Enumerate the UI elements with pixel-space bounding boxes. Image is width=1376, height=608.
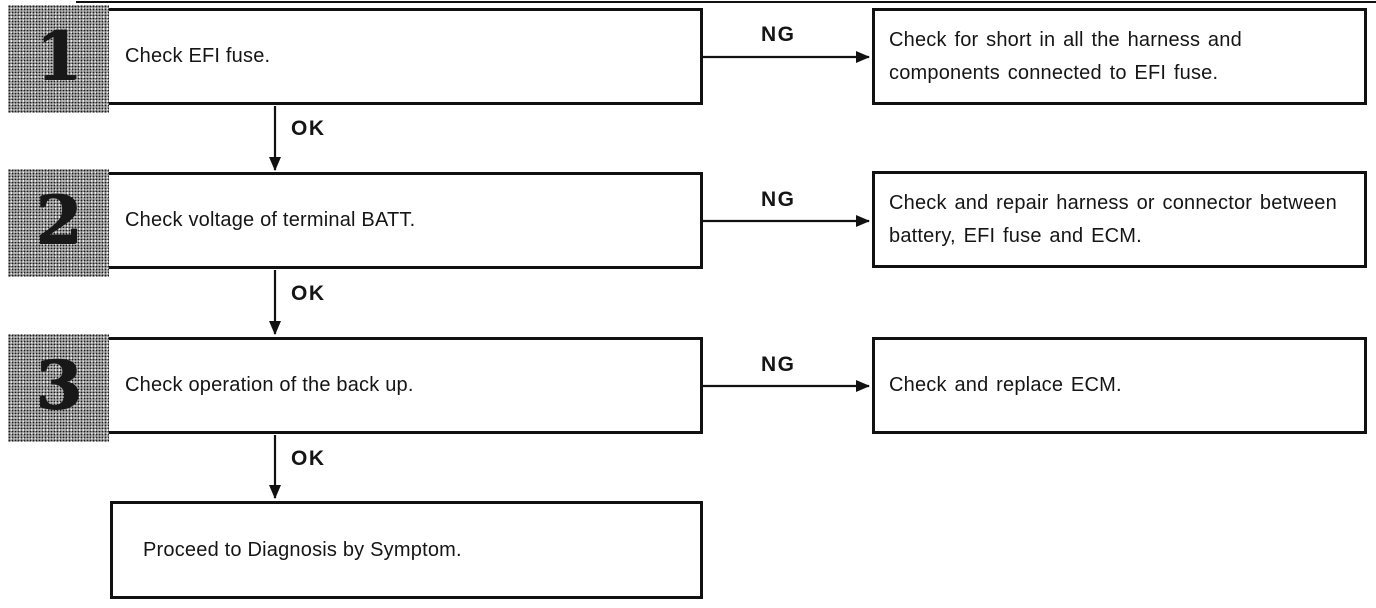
step-1-instruction: Check EFI fuse. [125,45,271,67]
step-2-ok-label: OK [291,282,326,305]
step-3-ng-label: NG [761,353,796,376]
step-2-number-badge: 2 [8,169,109,277]
step-1-ng-label: NG [761,23,796,46]
step-3-number: 3 [35,346,82,424]
step-1-box: 1 Check EFI fuse. [8,5,703,113]
step-3-ng-action-box: Check and replace ECM. [872,337,1367,434]
step-3-number-badge: 3 [8,334,109,442]
step-1-ok-label: OK [291,117,326,140]
step-3-box: 3 Check operation of the back up. [8,334,703,442]
step-3-ng-action: Check and replace ECM. [889,374,1122,396]
step-2-ng-action: Check and repair harness or connector be… [889,191,1337,247]
step-1-number-badge: 1 [8,5,109,113]
step-2-number: 2 [35,181,82,259]
final-step-instruction: Proceed to Diagnosis by Symptom. [143,538,462,561]
final-step-box: Proceed to Diagnosis by Symptom. [110,501,703,599]
step-1-ng-action: Check for short in all the harness and c… [889,28,1242,84]
step-3-ok-label: OK [291,447,326,470]
page-top-rule [76,1,1376,3]
step-2-instruction: Check voltage of terminal BATT. [125,209,416,231]
step-1-ng-action-box: Check for short in all the harness and c… [872,8,1367,105]
step-2-ng-label: NG [761,188,796,211]
step-2-ng-action-box: Check and repair harness or connector be… [872,171,1367,268]
step-2-box: 2 Check voltage of terminal BATT. [8,169,703,277]
step-3-instruction: Check operation of the back up. [125,374,414,396]
step-1-number: 1 [35,17,82,95]
